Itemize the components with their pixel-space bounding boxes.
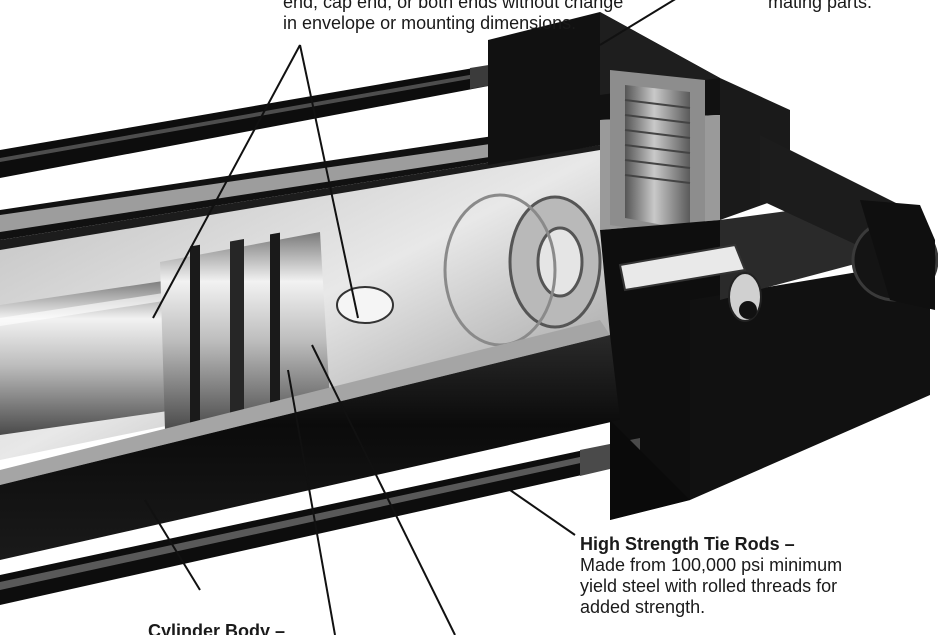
leader-line-seal [287, 369, 336, 635]
leader-line-cap [599, 0, 676, 46]
cushion-sleeve [443, 193, 602, 347]
mounting-pin [760, 135, 938, 310]
callout-top-left-line2: in envelope or mounting dimensions. [283, 13, 577, 33]
callout-body-title: Cylinder Body – [148, 621, 286, 635]
leader-line-cushion [299, 44, 359, 319]
callout-top-left-line1: end, cap end, or both ends without chang… [283, 0, 624, 12]
callout-tie-rods-line3: added strength. [580, 597, 706, 617]
piston [160, 232, 394, 430]
callout-top-left: end, cap end, or both ends without chang… [283, 0, 623, 34]
callout-top-right: mating parts. [768, 0, 872, 13]
callout-tie-rods-line2: yield steel with rolled threads for [580, 576, 838, 596]
callout-tie-rods: High Strength Tie Rods – Made from 100,0… [580, 534, 842, 618]
cap-base [610, 420, 690, 520]
leader-line-tie-rod [509, 489, 576, 536]
callout-tie-rods-line1: Made from 100,000 psi minimum [580, 555, 843, 575]
leader-line-piston [152, 44, 301, 319]
leader-lines [144, 0, 676, 635]
leader-line-rings [311, 344, 456, 635]
tube-lower-wall [0, 320, 620, 560]
leader-line-body [144, 499, 201, 591]
callout-tie-rods-title: High Strength Tie Rods – [580, 534, 795, 554]
piston-rod [0, 280, 175, 435]
callout-top-right-line1: mating parts. [768, 0, 873, 12]
needle-valve [618, 243, 762, 322]
